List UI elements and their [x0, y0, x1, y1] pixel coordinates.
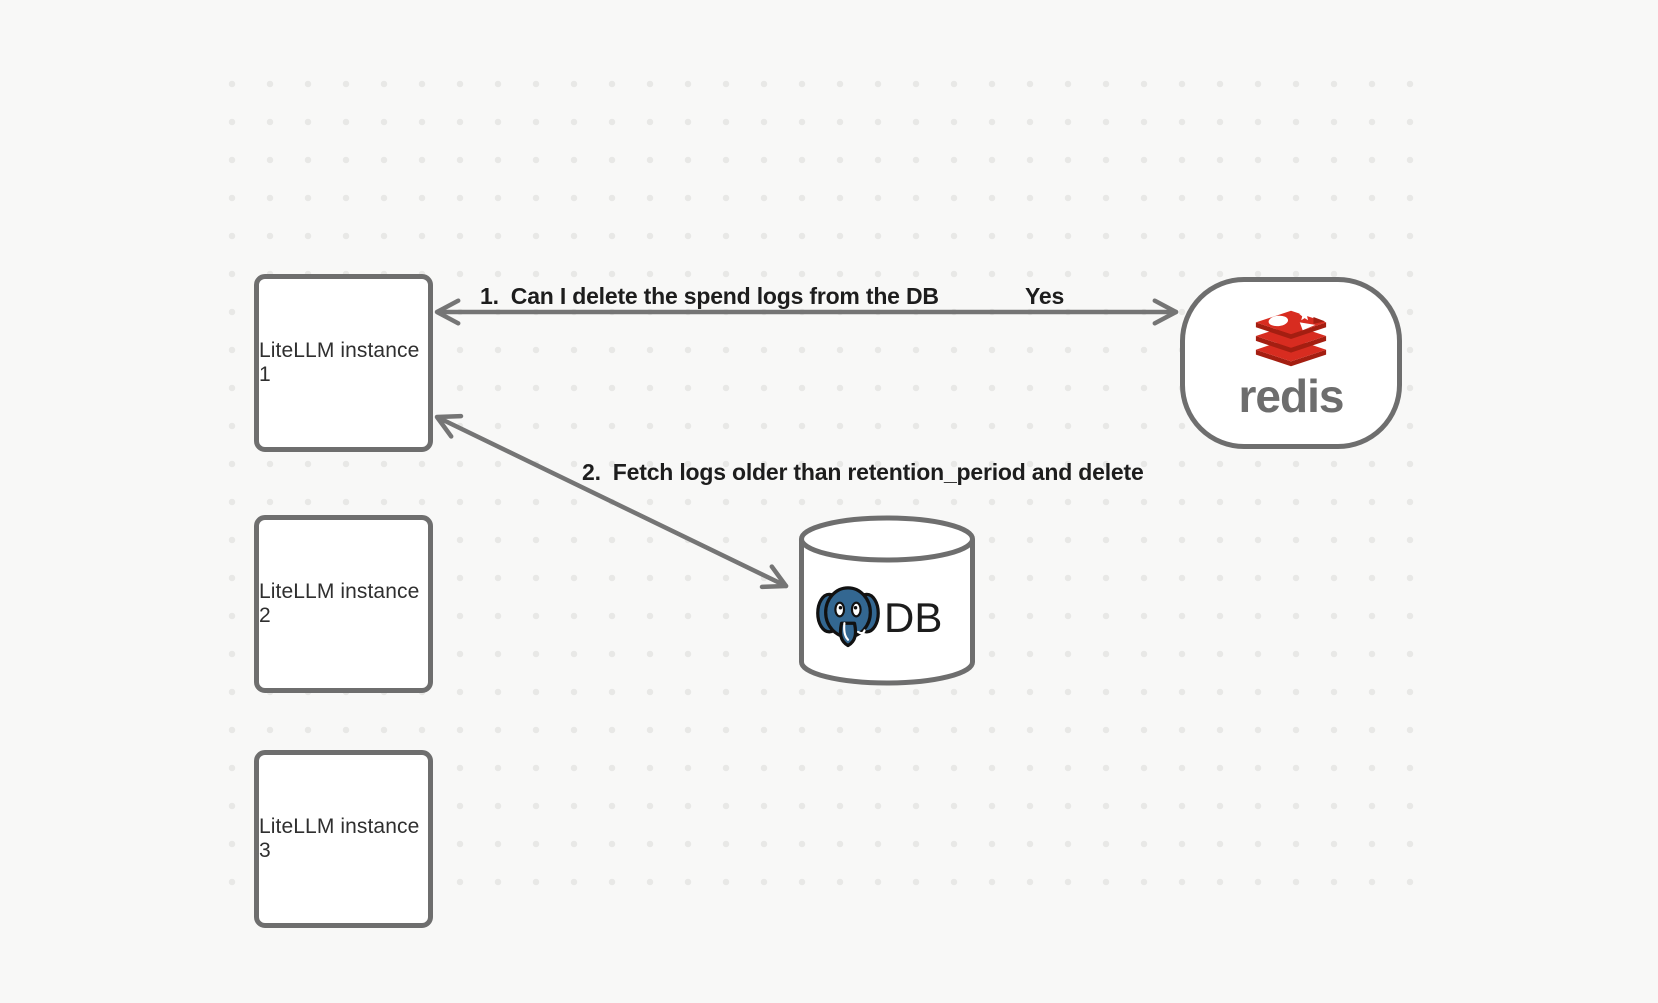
- litellm-instance-2-label: LiteLLM instance 2: [259, 580, 420, 627]
- postgresql-logo-icon: [816, 586, 880, 648]
- redis-node[interactable]: redis: [1180, 277, 1402, 449]
- redis-logo-icon: [1255, 309, 1327, 367]
- redis-label: redis: [1238, 370, 1345, 422]
- arrow-1-response-label: Yes: [1025, 283, 1065, 309]
- arrow-1-text: Can I delete the spend logs from the DB: [510, 283, 939, 309]
- arrow-1-label: 1. Can I delete the spend logs from the D…: [480, 283, 939, 309]
- litellm-instance-3-node[interactable]: LiteLLM instance 3: [254, 750, 433, 928]
- litellm-instance-3-label: LiteLLM instance 3: [259, 815, 420, 862]
- arrow-2-label: 2. Fetch logs older than retention_period…: [582, 459, 1144, 485]
- arrow-2-text: Fetch logs older than retention_period a…: [612, 459, 1144, 485]
- litellm-instance-1-node[interactable]: LiteLLM instance 1: [254, 274, 433, 452]
- arrow-2-number: 2.: [582, 459, 601, 485]
- litellm-instance-2-node[interactable]: LiteLLM instance 2: [254, 515, 433, 693]
- litellm-instance-1-label: LiteLLM instance 1: [259, 339, 420, 386]
- db-label: DB: [884, 594, 943, 641]
- arrow-1-number: 1.: [480, 283, 499, 309]
